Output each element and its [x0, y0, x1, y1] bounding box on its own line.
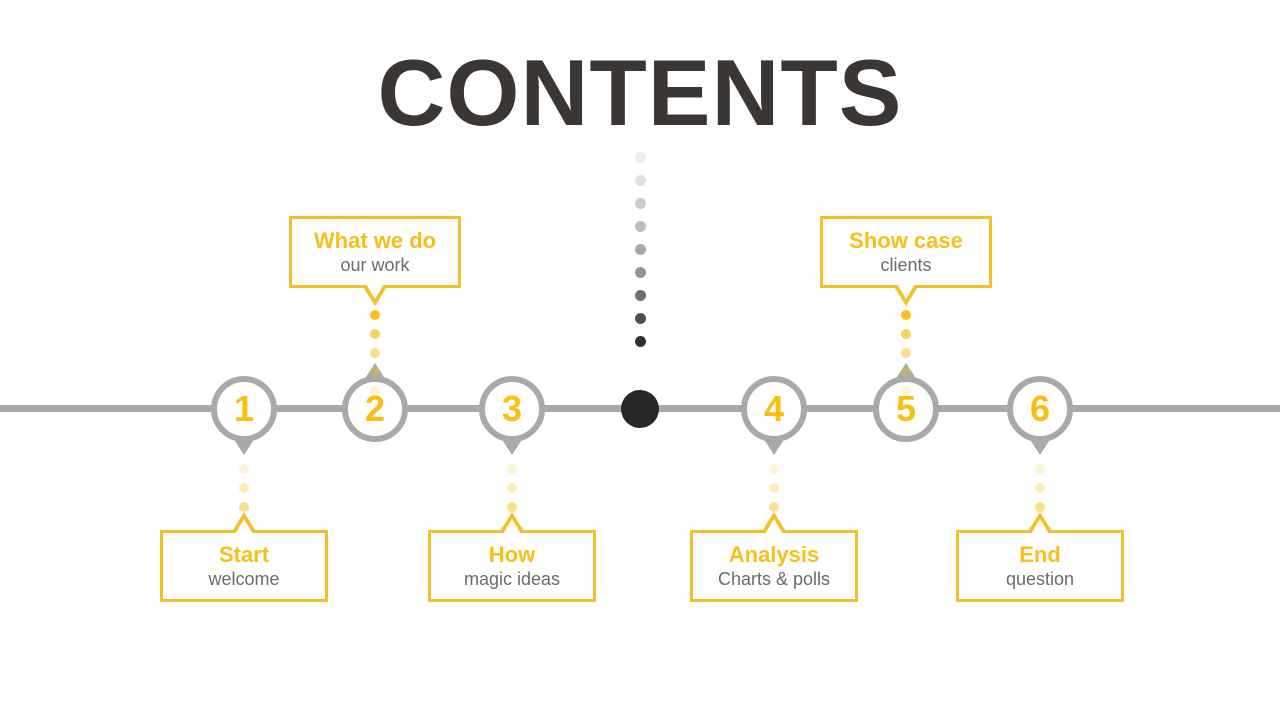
center-dot — [634, 152, 646, 163]
center-dot — [634, 221, 646, 232]
callout-title: End — [1019, 542, 1061, 567]
trail-dot — [239, 502, 249, 512]
trail-dot — [901, 367, 911, 377]
timeline-node-6[interactable]: 6 — [1007, 376, 1073, 455]
trail-dot — [370, 367, 380, 377]
center-dot — [634, 175, 646, 186]
page-title: CONTENTS — [377, 40, 903, 145]
callout-subtitle: Charts & polls — [717, 568, 831, 589]
trail-dot — [1035, 464, 1045, 474]
center-dot — [634, 313, 646, 324]
trail-dot — [901, 329, 911, 339]
trail-dot — [370, 386, 380, 396]
callout-subtitle: clients — [880, 254, 932, 275]
callout-tail-fill — [765, 519, 783, 534]
trail-dot — [901, 310, 911, 320]
callout-title: Analysis — [728, 542, 820, 567]
node-number-label: 2 — [364, 388, 386, 429]
callout-title: Start — [218, 542, 270, 567]
trail-dot — [239, 483, 249, 493]
node-number-label: 4 — [763, 388, 785, 429]
node-number-label: 3 — [501, 388, 523, 429]
center-dot — [634, 267, 646, 278]
node-pointer-down-icon — [235, 441, 253, 455]
node-pointer-up-icon — [897, 363, 915, 377]
trail-dot — [1035, 483, 1045, 493]
center-dot — [634, 198, 646, 209]
trail-dot — [901, 386, 911, 396]
center-dot — [634, 290, 646, 301]
node-pointer-up-icon — [366, 363, 384, 377]
node-pointer-down-icon — [503, 441, 521, 455]
callout-title: Show case — [849, 228, 963, 253]
callout-subtitle: question — [1005, 568, 1075, 589]
callout-title: What we do — [313, 228, 437, 253]
node-number-label: 5 — [895, 388, 917, 429]
trail-dot — [901, 348, 911, 358]
trail-to-2 — [368, 310, 382, 405]
node-number-label: 1 — [233, 388, 255, 429]
trail-dot — [370, 310, 380, 320]
timeline-node-3[interactable]: 3 — [479, 376, 545, 455]
center-dotted-connector — [631, 152, 649, 359]
callout-tail-fill — [503, 519, 521, 534]
callout-title: How — [488, 542, 536, 567]
node-number-label: 6 — [1029, 388, 1051, 429]
callout-subtitle: our work — [340, 254, 410, 275]
trail-dot — [507, 464, 517, 474]
timeline-node-5[interactable]: 5 — [873, 363, 939, 442]
timeline-node-4[interactable]: 4 — [741, 376, 807, 455]
callout-tail-fill — [897, 284, 915, 299]
trail-dot — [370, 329, 380, 339]
trail-dot — [769, 464, 779, 474]
center-dot — [634, 244, 646, 255]
trail-dot — [1035, 502, 1045, 512]
timeline-node-1[interactable]: 1 — [211, 376, 277, 455]
callout-tail-fill — [1031, 519, 1049, 534]
trail-dot — [507, 502, 517, 512]
trail-dot — [769, 483, 779, 493]
center-hub-marker — [621, 390, 659, 428]
callout-tail-fill — [366, 284, 384, 299]
center-dot — [634, 336, 646, 347]
timeline-node-2[interactable]: 2 — [342, 363, 408, 442]
callout-subtitle: welcome — [208, 568, 280, 589]
callout-subtitle: magic ideas — [463, 568, 561, 589]
node-pointer-down-icon — [765, 441, 783, 455]
node-pointer-down-icon — [1031, 441, 1049, 455]
trail-dot — [370, 348, 380, 358]
trail-to-5 — [899, 310, 913, 405]
trail-dot — [769, 502, 779, 512]
callout-tail-fill — [235, 519, 253, 534]
trail-dot — [239, 464, 249, 474]
trail-dot — [507, 483, 517, 493]
